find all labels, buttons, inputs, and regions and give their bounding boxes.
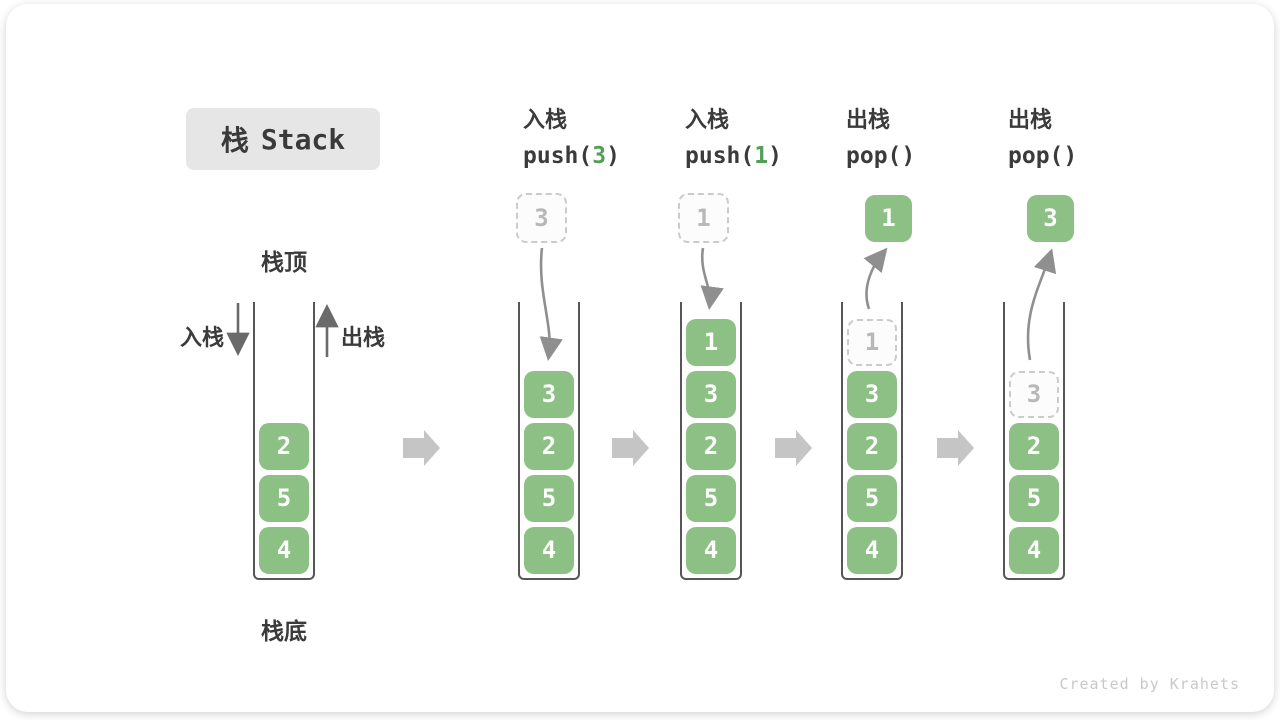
popped-ghost-cell: 3: [1009, 371, 1059, 418]
flow-arrow-icon: [775, 430, 812, 466]
stack-cell: 5: [1009, 475, 1059, 522]
stack-after-pop-1-container: 4 5 2 3 1: [841, 302, 903, 580]
op-title: 入栈: [685, 108, 730, 133]
popped-element-box: 3: [1027, 195, 1074, 242]
stack-after-pop-3-op-label: 出栈 pop(): [1008, 102, 1077, 169]
op-title: 出栈: [1008, 108, 1053, 133]
op-code-segment: ): [606, 143, 620, 169]
stack-cell: 5: [524, 475, 574, 522]
flow-arrow-icon: [612, 430, 649, 466]
pop-side-label: 出栈: [341, 326, 386, 351]
op-code-segment: pop(): [846, 143, 916, 169]
push-side-label: 入栈: [179, 326, 224, 351]
stack-after-push-1-op-label: 入栈 push(1): [685, 102, 782, 169]
stack-after-pop-1-op-label: 出栈 pop(): [846, 102, 915, 169]
popped-element-box: 1: [865, 195, 912, 242]
stack-cell: 5: [686, 475, 736, 522]
stack-cell: 2: [259, 423, 309, 470]
op-title: 入栈: [523, 108, 568, 133]
stack-cell: 2: [847, 423, 897, 470]
popped-ghost-cell: 1: [847, 319, 897, 366]
stack-initial-container: 4 5 2: [253, 302, 315, 580]
op-code: pop(): [846, 143, 915, 169]
op-code-segment: pop(): [1008, 143, 1078, 169]
op-code-segment: ): [768, 143, 782, 169]
stack-cell: 2: [524, 423, 574, 470]
incoming-element-box: 3: [516, 193, 567, 243]
title-badge: 栈 Stack: [186, 108, 380, 170]
stack-cell: 4: [847, 527, 897, 574]
stack-cell: 3: [524, 371, 574, 418]
op-title: 出栈: [846, 108, 891, 133]
title-zh: 栈: [220, 124, 249, 157]
op-code-segment: push(: [523, 143, 593, 169]
stack-cell: 2: [1009, 423, 1059, 470]
stack-after-push-1-container: 4 5 2 3 1: [680, 302, 742, 580]
op-code: pop(): [1008, 143, 1077, 169]
op-code-segment: push(: [685, 143, 755, 169]
stack-after-push-3-container: 4 5 2 3: [518, 302, 580, 580]
stack-cell: 4: [686, 527, 736, 574]
stack-after-push-1-push-curve-arrow: [700, 247, 724, 310]
op-code-segment: 3: [592, 143, 607, 169]
stack-cell: 4: [259, 527, 309, 574]
stack-cell: 5: [259, 475, 309, 522]
stack-cell: 4: [524, 527, 574, 574]
incoming-element-box: 1: [678, 193, 729, 243]
stack-cell: 5: [847, 475, 897, 522]
stack-cell: 3: [686, 371, 736, 418]
stack-cell: 2: [686, 423, 736, 470]
stack-after-push-3-op-label: 入栈 push(3): [523, 102, 620, 169]
stack-after-pop-1-pop-curve-arrow: [863, 247, 888, 310]
stack-top-label: 栈顶: [261, 250, 307, 276]
op-code: push(3): [523, 143, 620, 169]
watermark: Created by Krahets: [1059, 675, 1240, 693]
stack-after-pop-3-container: 4 5 2 3: [1003, 302, 1065, 580]
op-code-segment: 1: [754, 143, 769, 169]
op-code: push(1): [685, 143, 782, 169]
stack-cell: 4: [1009, 527, 1059, 574]
title-en: Stack: [260, 122, 346, 156]
stack-bottom-label: 栈底: [261, 619, 307, 645]
stack-cell: 3: [847, 371, 897, 418]
flow-arrow-icon: [403, 430, 440, 466]
flow-arrow-icon: [937, 430, 974, 466]
stack-cell: 1: [686, 319, 736, 366]
